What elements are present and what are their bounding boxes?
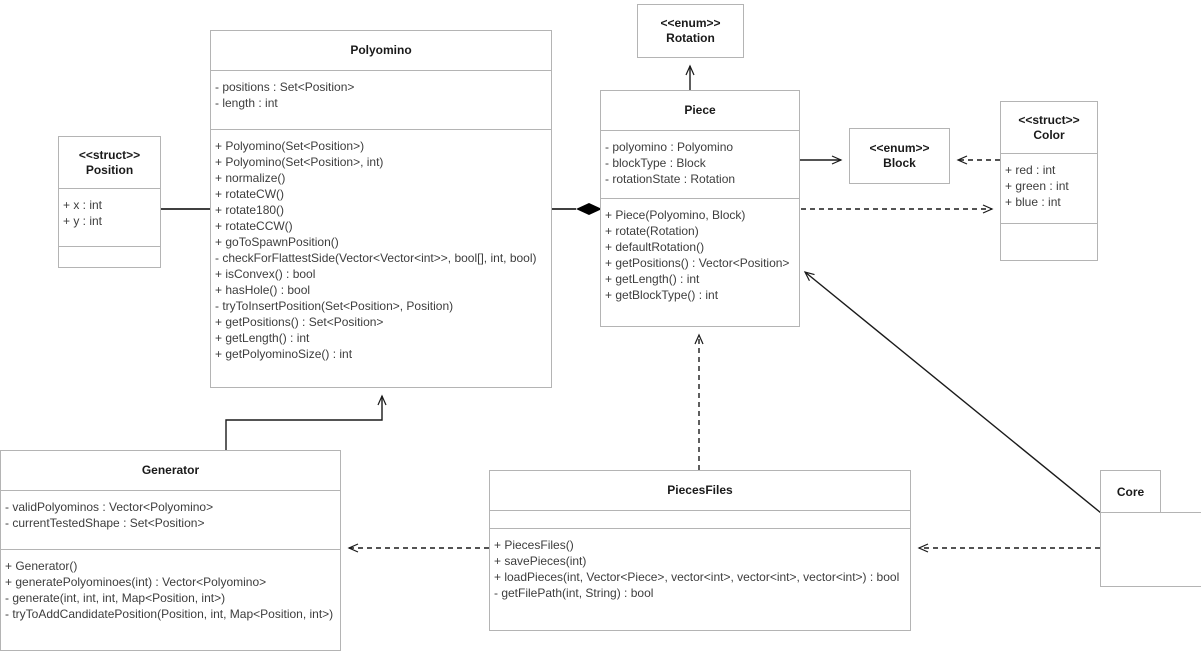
class-stereotype-position: <<struct>>: [78, 147, 141, 162]
operation-item: - tryToInsertPosition(Set<Position>, Pos…: [215, 299, 454, 313]
class-body-core[interactable]: [1100, 512, 1201, 587]
class-box-position[interactable]: <<struct>> Position + x : int + y : int: [58, 136, 161, 268]
operation-item: + generatePolyominoes(int) : Vector<Poly…: [5, 575, 267, 589]
class-header-position: <<struct>> Position: [59, 137, 160, 189]
class-box-rotation[interactable]: <<enum>> Rotation: [637, 4, 744, 58]
attribute-item: + x : int: [63, 198, 103, 212]
operation-item: + Generator(): [5, 559, 78, 573]
class-header-piece: Piece: [601, 91, 799, 131]
attribute-item: + blue : int: [1005, 195, 1061, 209]
class-attributes-position: + x : int + y : int: [59, 189, 160, 247]
class-stereotype-color: <<struct>>: [1018, 112, 1080, 127]
operation-item: + hasHole() : bool: [215, 283, 311, 297]
operation-item: + rotateCCW(): [215, 219, 293, 233]
class-name-piece: Piece: [684, 103, 716, 117]
attribute-item: + green : int: [1005, 179, 1069, 193]
class-name-rotation: Rotation: [666, 31, 715, 45]
class-attributes-piece: - polyomino : Polyomino - blockType : Bl…: [601, 131, 799, 199]
class-header-rotation: <<enum>> Rotation: [638, 5, 743, 57]
class-name-generator: Generator: [141, 463, 200, 477]
attribute-item: - length : int: [215, 96, 278, 110]
class-box-generator[interactable]: Generator - validPolyominos : Vector<Pol…: [0, 450, 341, 651]
class-header-block: <<enum>> Block: [850, 129, 949, 183]
operation-item: + Piece(Polyomino, Block): [605, 208, 746, 222]
class-name-block: Block: [883, 156, 916, 170]
operation-item: + Polyomino(Set<Position>, int): [215, 155, 384, 169]
class-header-polyomino: Polyomino: [211, 31, 551, 71]
class-name-position: Position: [85, 162, 134, 177]
operation-item: + savePieces(int): [494, 554, 587, 568]
operation-item: - getFilePath(int, String) : bool: [494, 586, 654, 600]
class-attributes-polyomino: - positions : Set<Position> - length : i…: [211, 71, 551, 130]
class-box-block[interactable]: <<enum>> Block: [849, 128, 950, 184]
operation-item: + getPositions() : Set<Position>: [215, 315, 384, 329]
class-stereotype-block: <<enum>>: [869, 141, 930, 155]
operation-item: + defaultRotation(): [605, 240, 705, 254]
operation-item: - checkForFlattestSide(Vector<Vector<int…: [215, 251, 537, 265]
operation-item: + getPositions() : Vector<Position>: [605, 256, 790, 270]
class-header-core[interactable]: Core: [1100, 470, 1161, 513]
attribute-item: - polyomino : Polyomino: [605, 140, 734, 154]
operation-item: + Polyomino(Set<Position>): [215, 139, 365, 153]
attribute-item: + y : int: [63, 214, 103, 228]
operation-item: + loadPieces(int, Vector<Piece>, vector<…: [494, 570, 900, 584]
class-stereotype-rotation: <<enum>>: [660, 16, 721, 30]
edge-generator-polyomino: [225, 394, 387, 450]
edge-polyomino-piece: [552, 203, 602, 215]
class-header-piecesfiles: PiecesFiles: [490, 471, 910, 511]
operation-item: - tryToAddCandidatePosition(Position, in…: [5, 607, 334, 621]
class-operations-color: [1001, 224, 1097, 260]
class-header-color: <<struct>> Color: [1001, 102, 1097, 154]
class-box-color[interactable]: <<struct>> Color + red : int + green : i…: [1000, 101, 1098, 261]
class-operations-position: [59, 247, 160, 267]
attribute-item: - positions : Set<Position>: [215, 80, 355, 94]
class-attributes-color: + red : int + green : int + blue : int: [1001, 154, 1097, 224]
operation-item: + getBlockType() : int: [605, 288, 719, 302]
attribute-item: - validPolyominos : Vector<Polyomino>: [5, 500, 214, 514]
class-operations-piece: + Piece(Polyomino, Block) + rotate(Rotat…: [601, 199, 799, 326]
class-box-piece[interactable]: Piece - polyomino : Polyomino - blockTyp…: [600, 90, 800, 327]
class-attributes-piecesfiles: [490, 511, 910, 529]
operation-item: + isConvex() : bool: [215, 267, 316, 281]
operation-item: + rotateCW(): [215, 187, 285, 201]
operation-item: + getLength() : int: [605, 272, 700, 286]
class-operations-generator: + Generator() + generatePolyominoes(int)…: [1, 550, 340, 650]
attribute-item: - currentTestedShape : Set<Position>: [5, 516, 205, 530]
attribute-item: - blockType : Block: [605, 156, 706, 170]
class-header-generator: Generator: [1, 451, 340, 491]
class-operations-piecesfiles: + PiecesFiles() + savePieces(int) + load…: [490, 529, 910, 630]
class-name-core: Core: [1116, 484, 1145, 499]
operation-item: + normalize(): [215, 171, 286, 185]
class-attributes-generator: - validPolyominos : Vector<Polyomino> - …: [1, 491, 340, 550]
operation-item: + goToSpawnPosition(): [215, 235, 339, 249]
attribute-item: - rotationState : Rotation: [605, 172, 736, 186]
class-name-polyomino: Polyomino: [350, 43, 412, 57]
class-name-piecesfiles: PiecesFiles: [667, 483, 733, 497]
operation-item: + getPolyominoSize() : int: [215, 347, 353, 361]
operation-item: + rotate180(): [215, 203, 285, 217]
class-operations-polyomino: + Polyomino(Set<Position>) + Polyomino(S…: [211, 130, 551, 387]
attribute-item: + red : int: [1005, 163, 1056, 177]
operation-item: + PiecesFiles(): [494, 538, 574, 552]
operation-item: - generate(int, int, int, Map<Position, …: [5, 591, 226, 605]
operation-item: + getLength() : int: [215, 331, 310, 345]
operation-item: + rotate(Rotation): [605, 224, 699, 238]
class-name-color: Color: [1033, 127, 1065, 142]
class-box-piecesfiles[interactable]: PiecesFiles + PiecesFiles() + savePieces…: [489, 470, 911, 631]
class-box-polyomino[interactable]: Polyomino - positions : Set<Position> - …: [210, 30, 552, 388]
